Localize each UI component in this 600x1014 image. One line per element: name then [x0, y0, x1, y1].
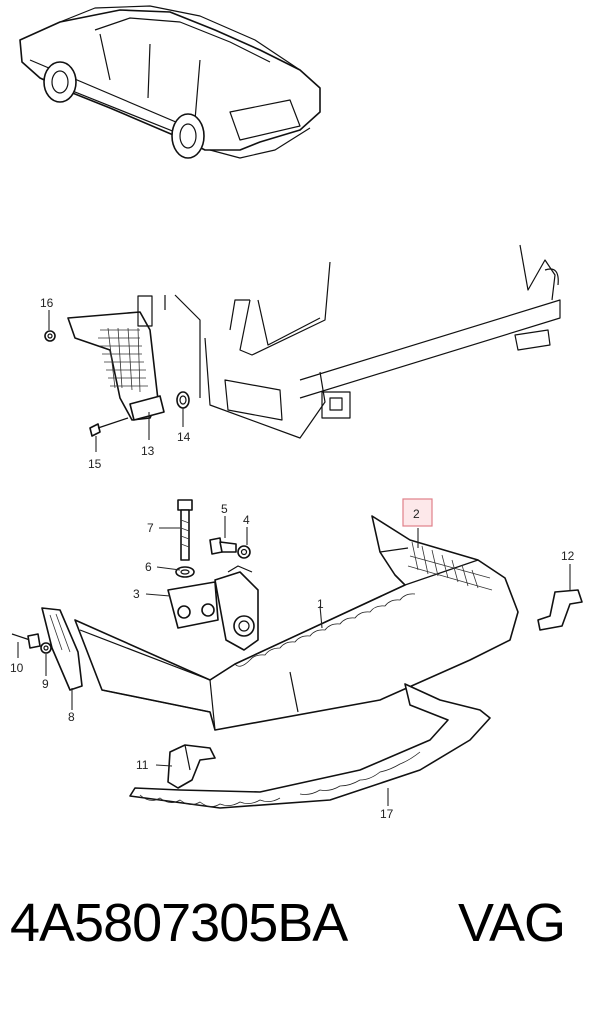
part-number: 4A5807305BA [10, 893, 348, 953]
footer: 4A5807305BA VAG [0, 892, 600, 982]
callout-3: 3 [133, 587, 140, 601]
bracket-assembly [67, 295, 165, 421]
screw-and-nut [209, 537, 251, 559]
side-trim [41, 607, 83, 691]
fasteners-upper [44, 330, 190, 437]
callout-8: 8 [68, 710, 75, 724]
mounting-housing [167, 565, 259, 651]
callout-labels: 16 13 14 15 1 2 3 4 5 6 7 8 9 10 11 12 1… [10, 296, 575, 821]
brand-name: VAG [458, 893, 566, 953]
callout-13: 13 [141, 444, 155, 458]
highlight-box [402, 498, 433, 527]
rear-bumper-cover [74, 515, 519, 731]
callout-7: 7 [147, 521, 154, 535]
lower-spoiler [129, 683, 491, 809]
callout-11: 11 [136, 758, 149, 772]
callout-16: 16 [40, 296, 54, 310]
bolt-and-washer [175, 499, 195, 578]
lower-bracket [167, 744, 216, 789]
right-bracket [537, 589, 583, 631]
callout-17: 17 [380, 807, 394, 821]
callout-12: 12 [561, 549, 575, 563]
leader-lines [17, 310, 571, 806]
callout-4: 4 [243, 513, 250, 527]
callout-14: 14 [177, 430, 191, 444]
callout-5: 5 [221, 502, 228, 516]
callout-6: 6 [145, 560, 152, 574]
callout-10: 10 [10, 661, 24, 675]
callout-1: 1 [317, 597, 324, 611]
callout-2: 2 [413, 507, 420, 521]
rear-body-panel [164, 244, 561, 439]
callout-15: 15 [88, 457, 102, 471]
clip-fasteners [11, 633, 52, 654]
car-illustration [19, 5, 321, 159]
callout-9: 9 [42, 677, 49, 691]
